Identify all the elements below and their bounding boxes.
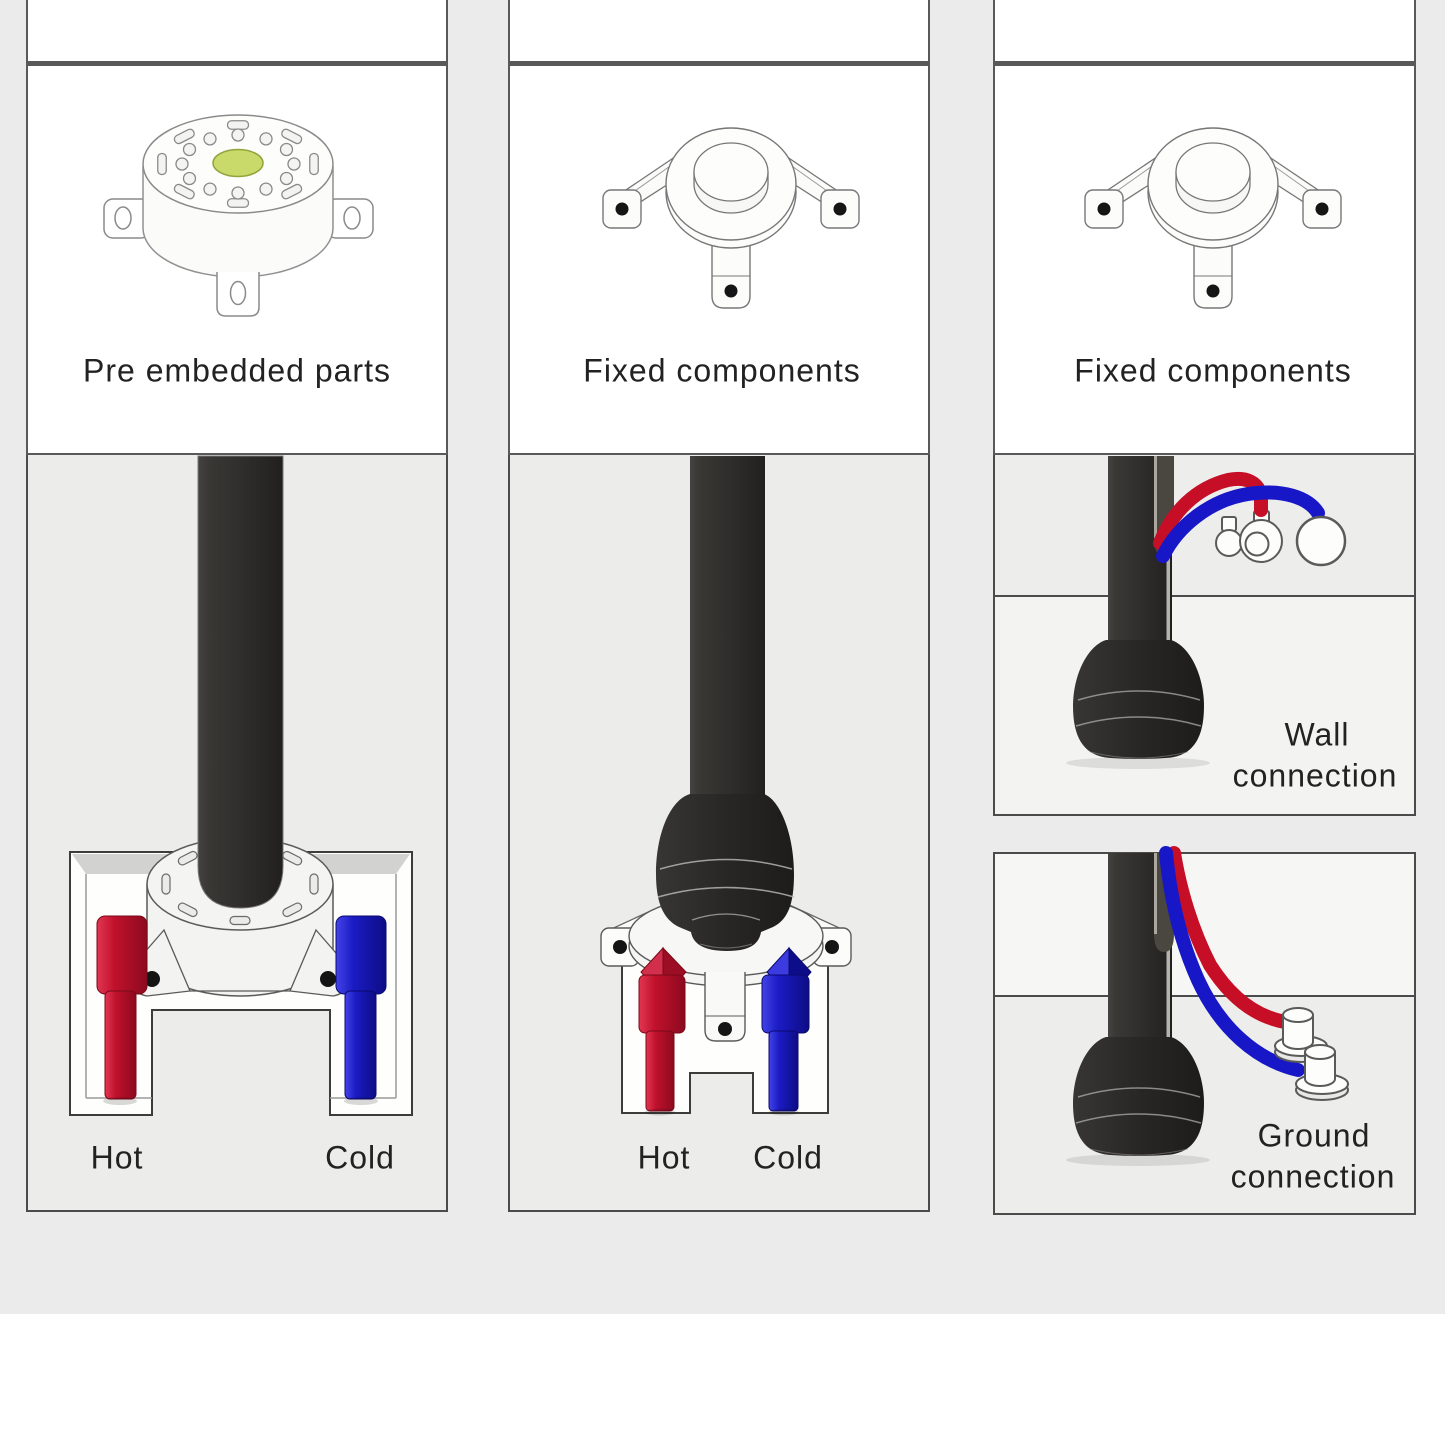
label-hot-1: Hot (90, 1139, 144, 1176)
label-cold-1: Cold (325, 1139, 395, 1176)
divider-line-3 (995, 61, 1414, 66)
caption-fixed-components-2: Fixed components (583, 352, 861, 389)
label-hot-2: Hot (637, 1139, 691, 1176)
label-wall-line2: connection (1232, 757, 1398, 794)
divider-line-1 (28, 61, 446, 66)
label-ground-line1: Ground (1257, 1117, 1371, 1154)
divider-line-2 (510, 61, 928, 66)
caption-fixed-components-3: Fixed components (1074, 352, 1352, 389)
panel-wall-hoses (993, 455, 1416, 597)
panel-wall-connection (993, 597, 1416, 816)
caption-pre-embedded-parts: Pre embedded parts (83, 352, 391, 389)
label-cold-2: Cold (753, 1139, 823, 1176)
panel-ground-hoses (993, 852, 1416, 997)
panel-step2-bottom (508, 455, 930, 1212)
page-bottom-whitespace (0, 1314, 1445, 1439)
label-ground-line2: connection (1230, 1158, 1396, 1195)
label-wall-line1: Wall (1284, 716, 1350, 753)
panel-step1-bottom (26, 455, 448, 1212)
